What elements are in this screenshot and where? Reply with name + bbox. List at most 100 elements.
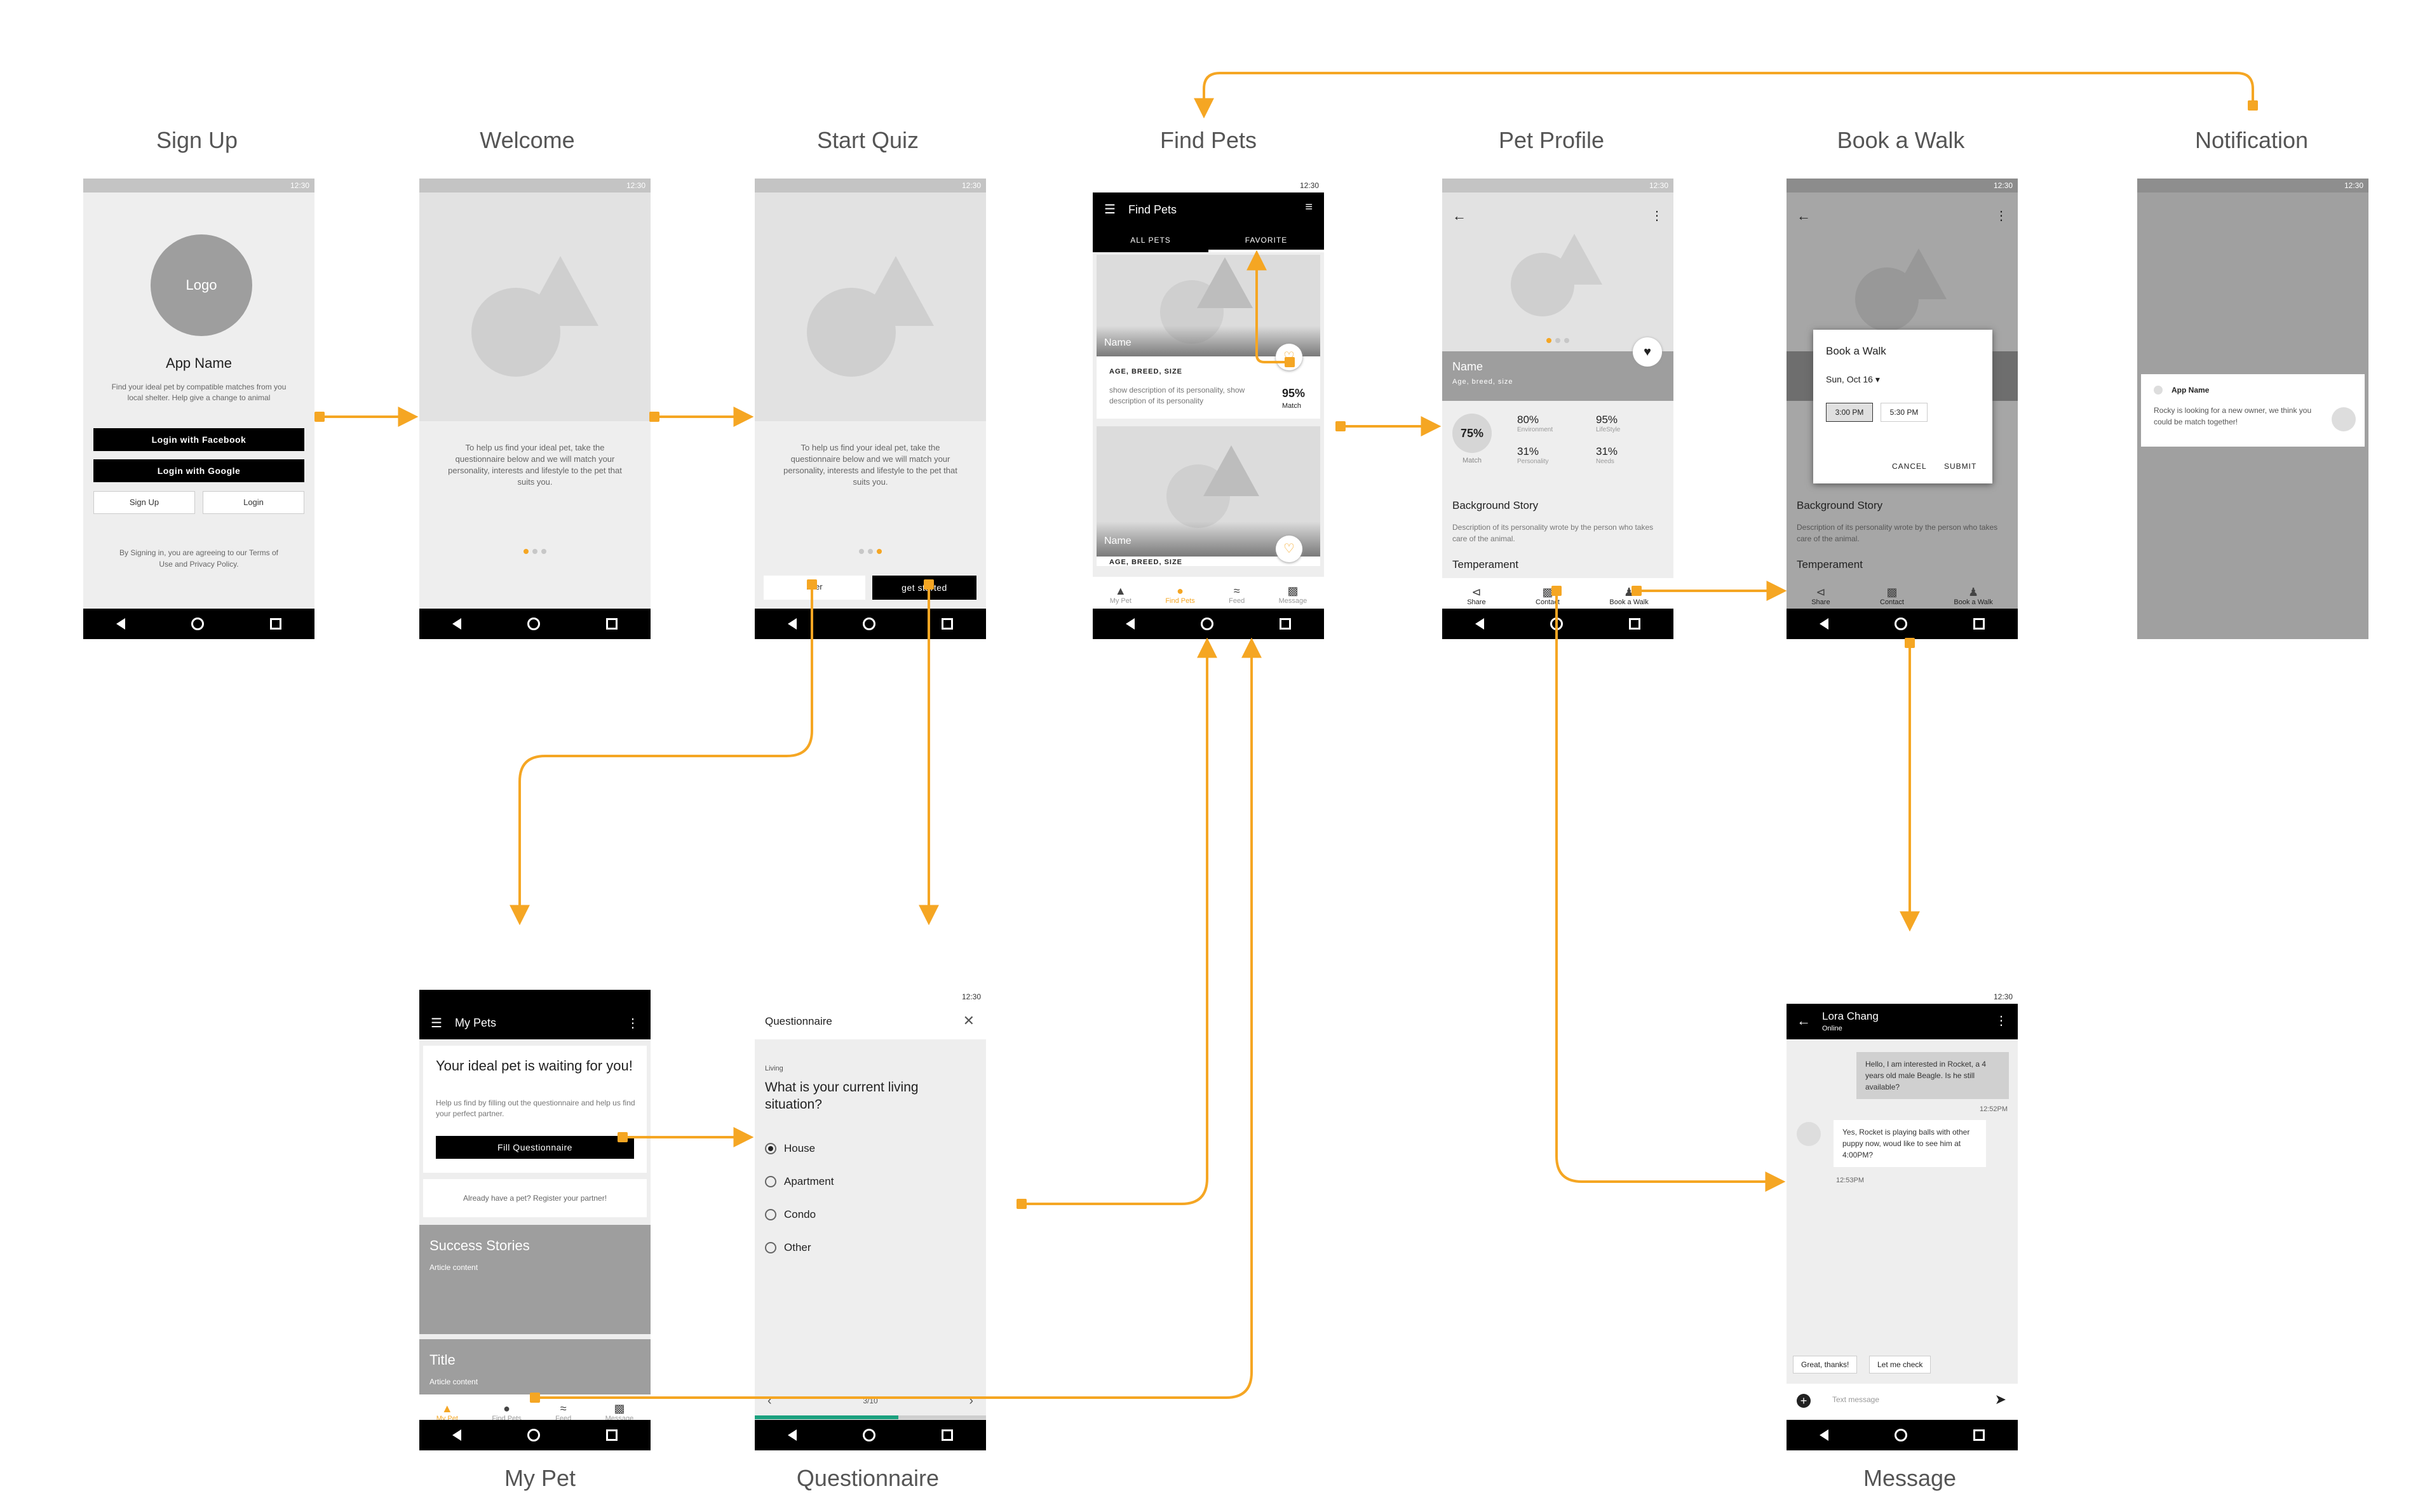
fill-questionnaire-button[interactable]: Fill Questionnaire: [436, 1136, 634, 1159]
contact-avatar: [1797, 1122, 1821, 1146]
card-title: Title: [429, 1352, 456, 1368]
home-icon[interactable]: [191, 618, 204, 630]
book-walk-button[interactable]: ♟Book a Walk: [1954, 578, 1992, 609]
article-card[interactable]: Title Article content: [419, 1339, 651, 1396]
contact-button[interactable]: ▩Contact: [1536, 578, 1560, 609]
pet-profile-screen: 12:30 ← ⋮ Name Age, breed, size ♥ 75% Ma…: [1442, 179, 1673, 639]
add-icon[interactable]: +: [1797, 1394, 1811, 1408]
chevron-left-icon[interactable]: ‹: [767, 1394, 772, 1408]
submit-button[interactable]: SUBMIT: [1944, 462, 1977, 471]
intro-text: To help us find your ideal pet, take the…: [783, 443, 957, 487]
facebook-login-button[interactable]: Login with Facebook: [93, 428, 304, 451]
home-icon[interactable]: [1895, 618, 1907, 630]
tab-message[interactable]: ▩Message: [1279, 577, 1307, 609]
section-text: Description of its personality wrote by …: [1797, 523, 1998, 543]
recent-apps-icon[interactable]: [1973, 618, 1985, 630]
favorite-icon[interactable]: ♡: [1276, 344, 1302, 370]
tab-message[interactable]: ▩Message: [605, 1394, 634, 1422]
back-icon[interactable]: [116, 618, 125, 630]
time-chip[interactable]: 5:30 PM: [1881, 403, 1928, 422]
filter-icon[interactable]: ≡: [1305, 200, 1313, 214]
arrow-back-icon[interactable]: ←: [1452, 208, 1466, 224]
tab-feed[interactable]: ≈Feed: [1229, 577, 1245, 609]
home-icon[interactable]: [527, 618, 540, 630]
heart-icon[interactable]: ♥: [1633, 337, 1662, 367]
arrow-back-icon[interactable]: ←: [1797, 1013, 1811, 1029]
more-vert-icon[interactable]: ⋮: [1995, 209, 2008, 223]
menu-icon[interactable]: ☰: [431, 1016, 442, 1030]
tab-feed[interactable]: ≈Feed: [555, 1394, 571, 1422]
recent-apps-icon[interactable]: [1629, 618, 1640, 630]
google-login-button[interactable]: Login with Google: [93, 459, 304, 482]
contact-button[interactable]: ▩Contact: [1880, 578, 1904, 609]
pet-card[interactable]: Name ♡ AGE, BREED, SIZE: [1097, 426, 1320, 566]
date-picker[interactable]: Sun, Oct 16 ▾: [1826, 374, 1880, 384]
back-icon[interactable]: [1820, 618, 1828, 630]
home-icon[interactable]: [1550, 618, 1563, 630]
signup-screen: 12:30 Logo App Name Find your ideal pet …: [83, 179, 314, 639]
more-vert-icon[interactable]: ⋮: [626, 1016, 639, 1030]
terms-text[interactable]: By Signing in, you are agreeing to our T…: [119, 548, 278, 569]
home-icon[interactable]: [1895, 1429, 1907, 1441]
send-icon[interactable]: ➤: [1994, 1391, 2006, 1407]
success-stories-card[interactable]: Success Stories Article content: [419, 1225, 651, 1334]
contact-name: Lora Chang: [1822, 1010, 1879, 1022]
book-walk-button[interactable]: ♟Book a Walk: [1609, 578, 1648, 609]
quick-reply[interactable]: Let me check: [1869, 1356, 1931, 1374]
time-chip-selected[interactable]: 3:00 PM: [1826, 403, 1873, 422]
option-house[interactable]: House: [765, 1142, 834, 1155]
notification-card[interactable]: App Name Rocky is looking for a new owne…: [2141, 374, 2365, 447]
quick-reply[interactable]: Great, thanks!: [1793, 1356, 1858, 1374]
back-icon[interactable]: [1126, 618, 1135, 630]
tab-find-pets[interactable]: ●Find Pets: [492, 1394, 521, 1422]
tab-favorite[interactable]: FAVORITE: [1245, 236, 1288, 245]
recent-apps-icon[interactable]: [1973, 1429, 1985, 1441]
recent-apps-icon[interactable]: [606, 618, 618, 630]
pet-name: Name: [1452, 360, 1483, 373]
share-button[interactable]: ⊲Share: [1811, 578, 1830, 609]
tab-my-pet[interactable]: ▲My Pet: [1110, 577, 1132, 609]
home-icon[interactable]: [863, 1429, 875, 1441]
tab-my-pet[interactable]: ▲My Pet: [436, 1394, 458, 1422]
notification-text: Rocky is looking for a new owner, we thi…: [2154, 406, 2312, 426]
system-nav-bar: [1787, 609, 2018, 639]
back-icon[interactable]: [1820, 1429, 1828, 1441]
recent-apps-icon[interactable]: [942, 618, 953, 630]
close-icon[interactable]: ✕: [963, 1013, 975, 1029]
back-icon[interactable]: [788, 1429, 797, 1441]
connector-node: [1905, 638, 1915, 648]
chevron-right-icon[interactable]: ›: [969, 1394, 973, 1408]
later-button[interactable]: later: [764, 576, 865, 600]
cancel-button[interactable]: CANCEL: [1892, 462, 1927, 471]
home-icon[interactable]: [863, 618, 875, 630]
recent-apps-icon[interactable]: [1280, 618, 1291, 630]
favorite-icon[interactable]: ♡: [1276, 536, 1302, 562]
pet-card[interactable]: Name ♡ AGE, BREED, SIZE show description…: [1097, 255, 1320, 419]
tab-all-pets[interactable]: ALL PETS: [1130, 236, 1171, 245]
menu-icon[interactable]: ☰: [1104, 203, 1116, 217]
option-other[interactable]: Other: [765, 1241, 834, 1254]
signup-button[interactable]: Sign Up: [93, 491, 195, 514]
login-button[interactable]: Login: [203, 491, 304, 514]
home-icon[interactable]: [1201, 618, 1213, 630]
questionnaire-screen: 12:30 Questionnaire ✕ Living What is you…: [755, 990, 986, 1450]
recent-apps-icon[interactable]: [270, 618, 281, 630]
arrow-back-icon[interactable]: ←: [1797, 208, 1811, 224]
option-condo[interactable]: Condo: [765, 1208, 834, 1221]
recent-apps-icon[interactable]: [942, 1429, 953, 1441]
message-input[interactable]: Text message: [1832, 1395, 1880, 1404]
back-icon[interactable]: [788, 618, 797, 630]
back-icon[interactable]: [452, 618, 461, 630]
tab-find-pets[interactable]: ●Find Pets: [1165, 577, 1194, 609]
share-button[interactable]: ⊲Share: [1467, 578, 1485, 609]
register-pet-card[interactable]: Already have a pet? Register your partne…: [423, 1179, 647, 1217]
home-icon[interactable]: [527, 1429, 540, 1441]
card-title: Success Stories: [429, 1238, 530, 1253]
back-icon[interactable]: [1475, 618, 1484, 630]
more-vert-icon[interactable]: ⋮: [1995, 1014, 2008, 1028]
recent-apps-icon[interactable]: [606, 1429, 618, 1441]
more-vert-icon[interactable]: ⋮: [1651, 209, 1663, 223]
option-apartment[interactable]: Apartment: [765, 1175, 834, 1188]
get-started-button[interactable]: get started: [872, 576, 976, 600]
back-icon[interactable]: [452, 1429, 461, 1441]
